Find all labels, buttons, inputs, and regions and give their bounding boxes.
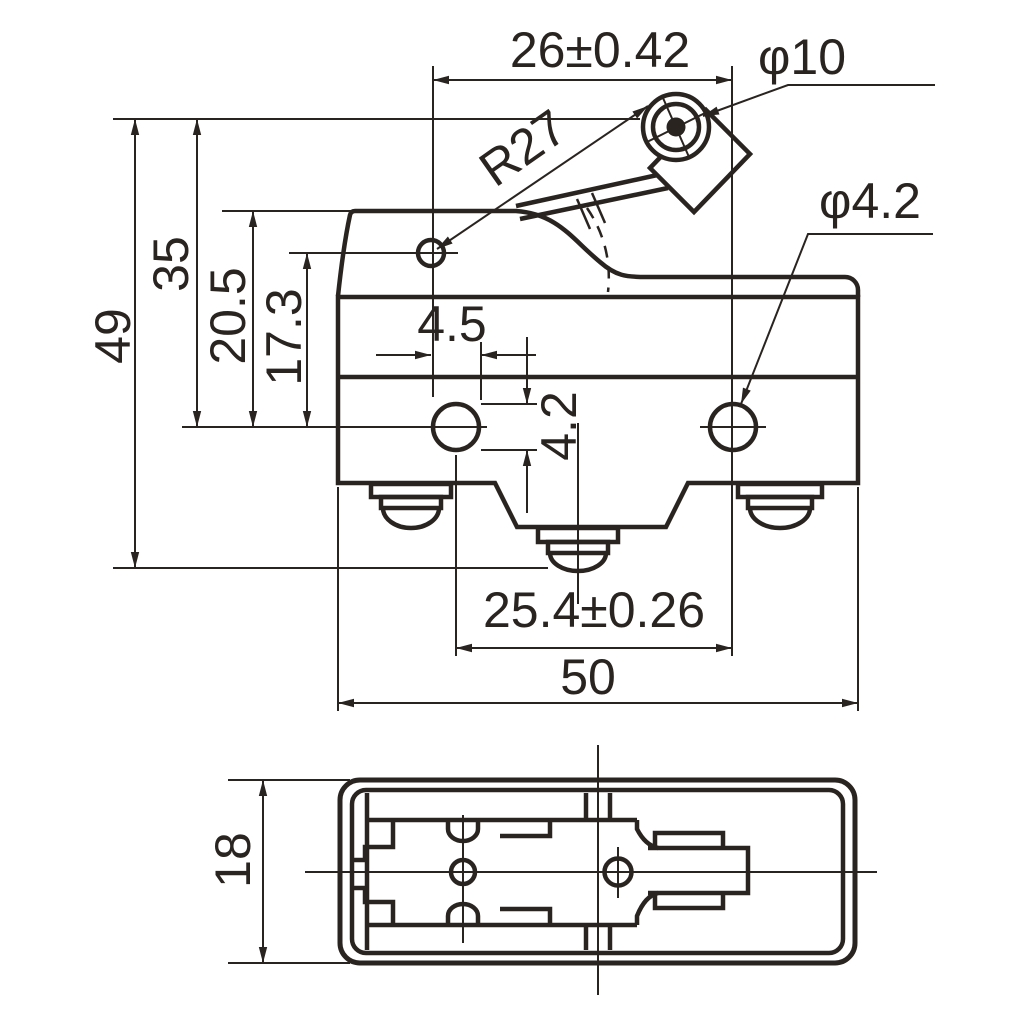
lever-arm-upper-edge <box>515 171 663 209</box>
dim-hole-dia-label: φ4.2 <box>819 173 921 229</box>
switch-body-outline <box>335 294 861 530</box>
terminal-left-collar <box>378 494 444 511</box>
top-view: 18 <box>205 745 877 995</box>
dim-hole-spacing: 25.4±0.26 <box>455 455 732 656</box>
dim-lever-span-label: 26±0.42 <box>510 22 690 78</box>
left-step-top <box>352 820 396 863</box>
leader-roller-diameter: φ10 <box>702 29 935 117</box>
lever-tab-bottom <box>652 893 726 911</box>
dim-head-height-label: 20.5 <box>200 267 256 364</box>
dim-hole-spacing-label: 25.4±0.26 <box>483 582 705 638</box>
roller-center-tick-b <box>662 97 690 158</box>
dim-overall-depth: 18 <box>205 779 350 964</box>
dim-lever-radius: R27 <box>436 99 649 250</box>
dim-overall-width: 50 <box>337 487 859 711</box>
terminal-right-collar <box>745 494 815 511</box>
dim-lever-span: 26±0.42 <box>432 22 733 656</box>
dim-hole-offset-x-label: 4.5 <box>417 296 487 352</box>
dim-roller-dia-label: φ10 <box>758 29 846 85</box>
lever-tab-top <box>652 830 726 848</box>
front-view: 26±0.42 φ10 R27 φ4.2 49 35 20.5 <box>85 22 935 711</box>
dim-overall-height-label: 49 <box>85 308 141 364</box>
dim-pivot-height-label: 17.3 <box>256 288 312 385</box>
dim-pivot-height: 17.3 <box>256 253 312 427</box>
dim-overall-depth-label: 18 <box>205 832 261 888</box>
dim-hole-offset-x: 4.5 <box>376 296 536 400</box>
leader-line <box>702 84 935 117</box>
terminal-right <box>735 481 825 531</box>
leader-hole-diameter: φ4.2 <box>740 173 933 405</box>
dim-hole-offset-y: 4.2 <box>481 337 587 513</box>
dim-lever-height: 35 <box>143 119 202 427</box>
travel-tick-b <box>590 192 607 224</box>
dim-lever-radius-label: R27 <box>469 99 576 197</box>
step-detail-bottom <box>500 906 553 925</box>
terminal-left <box>368 481 454 531</box>
dim-overall-width-label: 50 <box>560 649 616 705</box>
radius-line <box>436 105 649 250</box>
dim-overall-height: 49 <box>85 118 640 569</box>
roller-lever <box>515 91 754 222</box>
dim-head-height: 20.5 <box>200 210 351 427</box>
terminal-left-dome <box>380 507 442 531</box>
step-detail-top <box>500 820 553 839</box>
terminal-right-dome <box>747 507 813 531</box>
lever-stem <box>648 845 751 896</box>
dim-lever-height-label: 35 <box>143 236 199 292</box>
leader-line <box>740 233 933 405</box>
roller-inner <box>650 101 702 153</box>
left-step-bottom <box>352 885 396 925</box>
lever-arm-lower-edge <box>519 185 669 222</box>
dim-hole-offset-y-label: 4.2 <box>531 391 587 461</box>
travel-arc <box>585 207 611 293</box>
